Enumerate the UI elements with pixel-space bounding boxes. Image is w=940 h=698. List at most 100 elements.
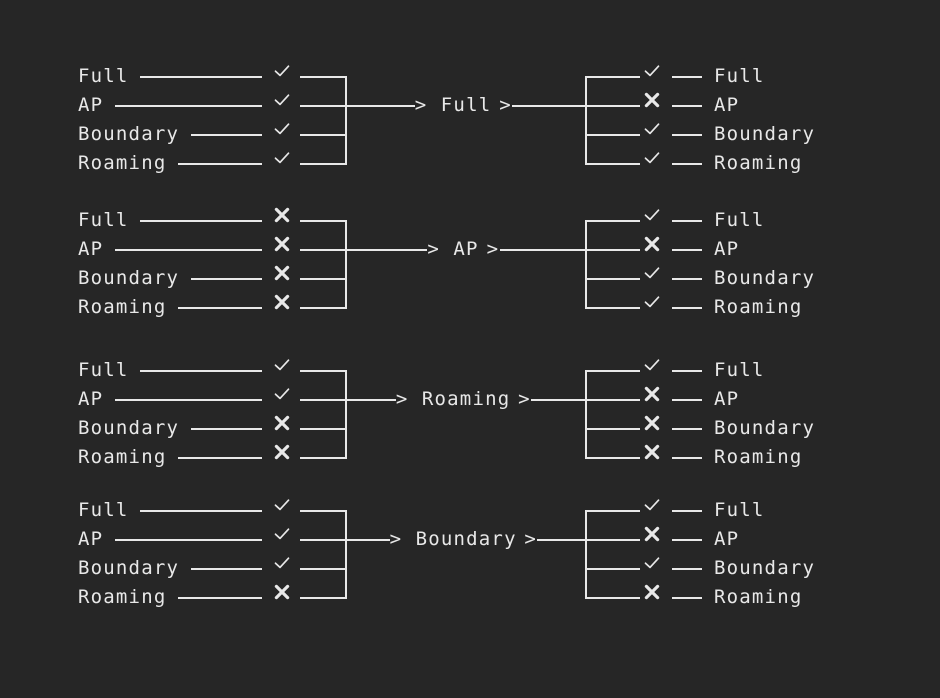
input-arrowhead-icon: > xyxy=(389,528,402,550)
output-bracket-branch xyxy=(585,163,640,165)
input-connector-line xyxy=(178,307,262,309)
output-label: AP xyxy=(714,388,740,410)
input-bracket-branch xyxy=(300,597,347,599)
output-trunk-line xyxy=(512,105,587,107)
input-label: Roaming xyxy=(78,296,167,318)
input-check-icon xyxy=(272,149,292,178)
input-bracket-branch xyxy=(300,134,347,136)
input-label: Full xyxy=(78,499,129,521)
output-chevron-icon: > xyxy=(518,388,530,410)
output-trunk-line xyxy=(531,399,587,401)
input-check-icon xyxy=(272,91,292,120)
output-bracket-branch xyxy=(585,220,640,222)
output-cross-icon xyxy=(642,414,662,443)
output-bracket-branch xyxy=(585,510,640,512)
input-check-icon xyxy=(272,525,292,554)
input-bracket-branch xyxy=(300,510,347,512)
output-connector-line xyxy=(672,307,702,309)
input-label: Full xyxy=(78,65,129,87)
input-bracket-spine xyxy=(345,220,347,309)
output-connector-line xyxy=(672,370,702,372)
input-bracket-branch xyxy=(300,370,347,372)
output-connector-line xyxy=(672,510,702,512)
input-connector-line xyxy=(178,163,262,165)
output-connector-line xyxy=(672,249,702,251)
output-connector-line xyxy=(672,457,702,459)
input-cross-icon xyxy=(272,235,292,264)
output-label: Roaming xyxy=(714,296,803,318)
input-connector-line xyxy=(140,220,262,222)
output-bracket-branch xyxy=(585,134,640,136)
input-check-icon xyxy=(272,554,292,583)
input-connector-line xyxy=(190,134,262,136)
output-connector-line xyxy=(672,399,702,401)
output-label: Full xyxy=(714,359,765,381)
output-label: Full xyxy=(714,65,765,87)
input-bracket-branch xyxy=(300,105,347,107)
input-bracket-spine xyxy=(345,370,347,459)
input-label: Boundary xyxy=(78,267,180,289)
output-label: AP xyxy=(714,238,740,260)
output-bracket-branch xyxy=(585,278,640,280)
input-connector-line xyxy=(140,370,262,372)
output-trunk-line xyxy=(537,539,587,541)
input-arrowhead-icon: > xyxy=(427,238,439,260)
output-bracket-branch xyxy=(585,249,640,251)
input-connector-line xyxy=(115,539,262,541)
output-connector-line xyxy=(672,278,702,280)
input-bracket-branch xyxy=(300,399,347,401)
input-bracket-branch xyxy=(300,307,347,309)
output-bracket-spine xyxy=(585,370,587,459)
input-arrowhead-icon: > xyxy=(395,388,408,410)
output-bracket-branch xyxy=(585,370,640,372)
input-label: Boundary xyxy=(78,557,180,579)
input-trunk-line xyxy=(347,249,428,251)
input-arrowhead-icon: > xyxy=(414,94,427,116)
input-label: Full xyxy=(78,359,129,381)
output-bracket-branch xyxy=(585,457,640,459)
output-cross-icon xyxy=(642,525,662,554)
output-label: AP xyxy=(714,528,740,550)
input-label: Roaming xyxy=(78,586,167,608)
output-bracket-branch xyxy=(585,399,640,401)
input-check-icon xyxy=(272,356,292,385)
output-bracket-branch xyxy=(585,307,640,309)
input-connector-line xyxy=(190,428,262,430)
output-cross-icon xyxy=(642,443,662,472)
output-label: Full xyxy=(714,209,765,231)
input-bracket-branch xyxy=(300,428,347,430)
output-check-icon xyxy=(642,62,662,91)
input-bracket-branch xyxy=(300,278,347,280)
output-chevron-icon: > xyxy=(486,238,499,260)
input-label: AP xyxy=(78,94,104,116)
output-label: Roaming xyxy=(714,586,803,608)
output-connector-line xyxy=(672,539,702,541)
state-label: Roaming xyxy=(421,388,511,410)
output-connector-line xyxy=(672,163,702,165)
output-cross-icon xyxy=(642,583,662,612)
output-check-icon xyxy=(642,149,662,178)
input-bracket-spine xyxy=(345,510,347,599)
input-bracket-branch xyxy=(300,249,347,251)
output-label: Boundary xyxy=(714,267,816,289)
output-bracket-branch xyxy=(585,428,640,430)
input-cross-icon xyxy=(272,264,292,293)
output-check-icon xyxy=(642,356,662,385)
input-label: Boundary xyxy=(78,123,180,145)
input-trunk-line xyxy=(347,105,415,107)
input-connector-line xyxy=(140,510,262,512)
output-connector-line xyxy=(672,568,702,570)
output-bracket-branch xyxy=(585,105,640,107)
input-bracket-branch xyxy=(300,568,347,570)
output-connector-line xyxy=(672,76,702,78)
output-bracket-branch xyxy=(585,597,640,599)
input-bracket-spine xyxy=(345,76,347,165)
input-cross-icon xyxy=(272,414,292,443)
output-label: Roaming xyxy=(714,446,803,468)
output-check-icon xyxy=(642,264,662,293)
output-connector-line xyxy=(672,597,702,599)
output-connector-line xyxy=(672,134,702,136)
